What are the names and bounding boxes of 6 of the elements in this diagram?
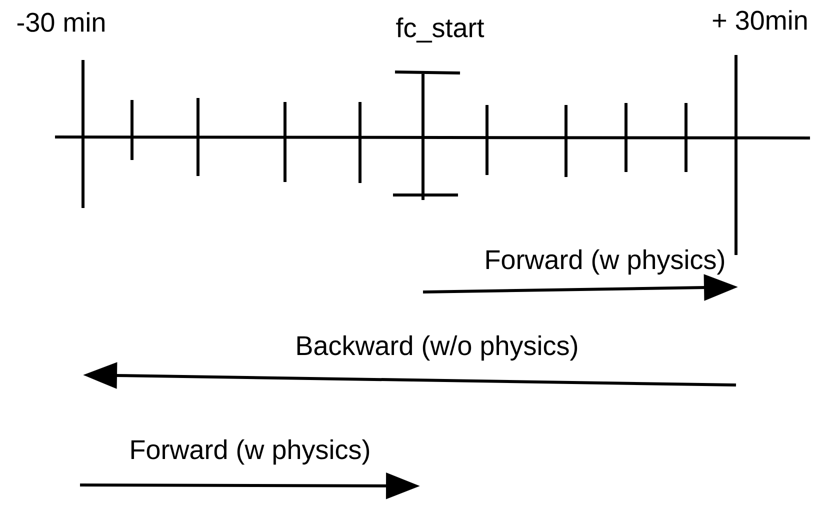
text-label: -30 min: [17, 12, 104, 32]
text-label: Forward (w physics): [131, 439, 370, 465]
text-label: fc_start: [396, 18, 484, 42]
text-label: Forward (w physics): [486, 249, 724, 275]
text-label: Backward (w/o physics): [297, 335, 578, 361]
text-label: + 30min: [712, 10, 807, 30]
